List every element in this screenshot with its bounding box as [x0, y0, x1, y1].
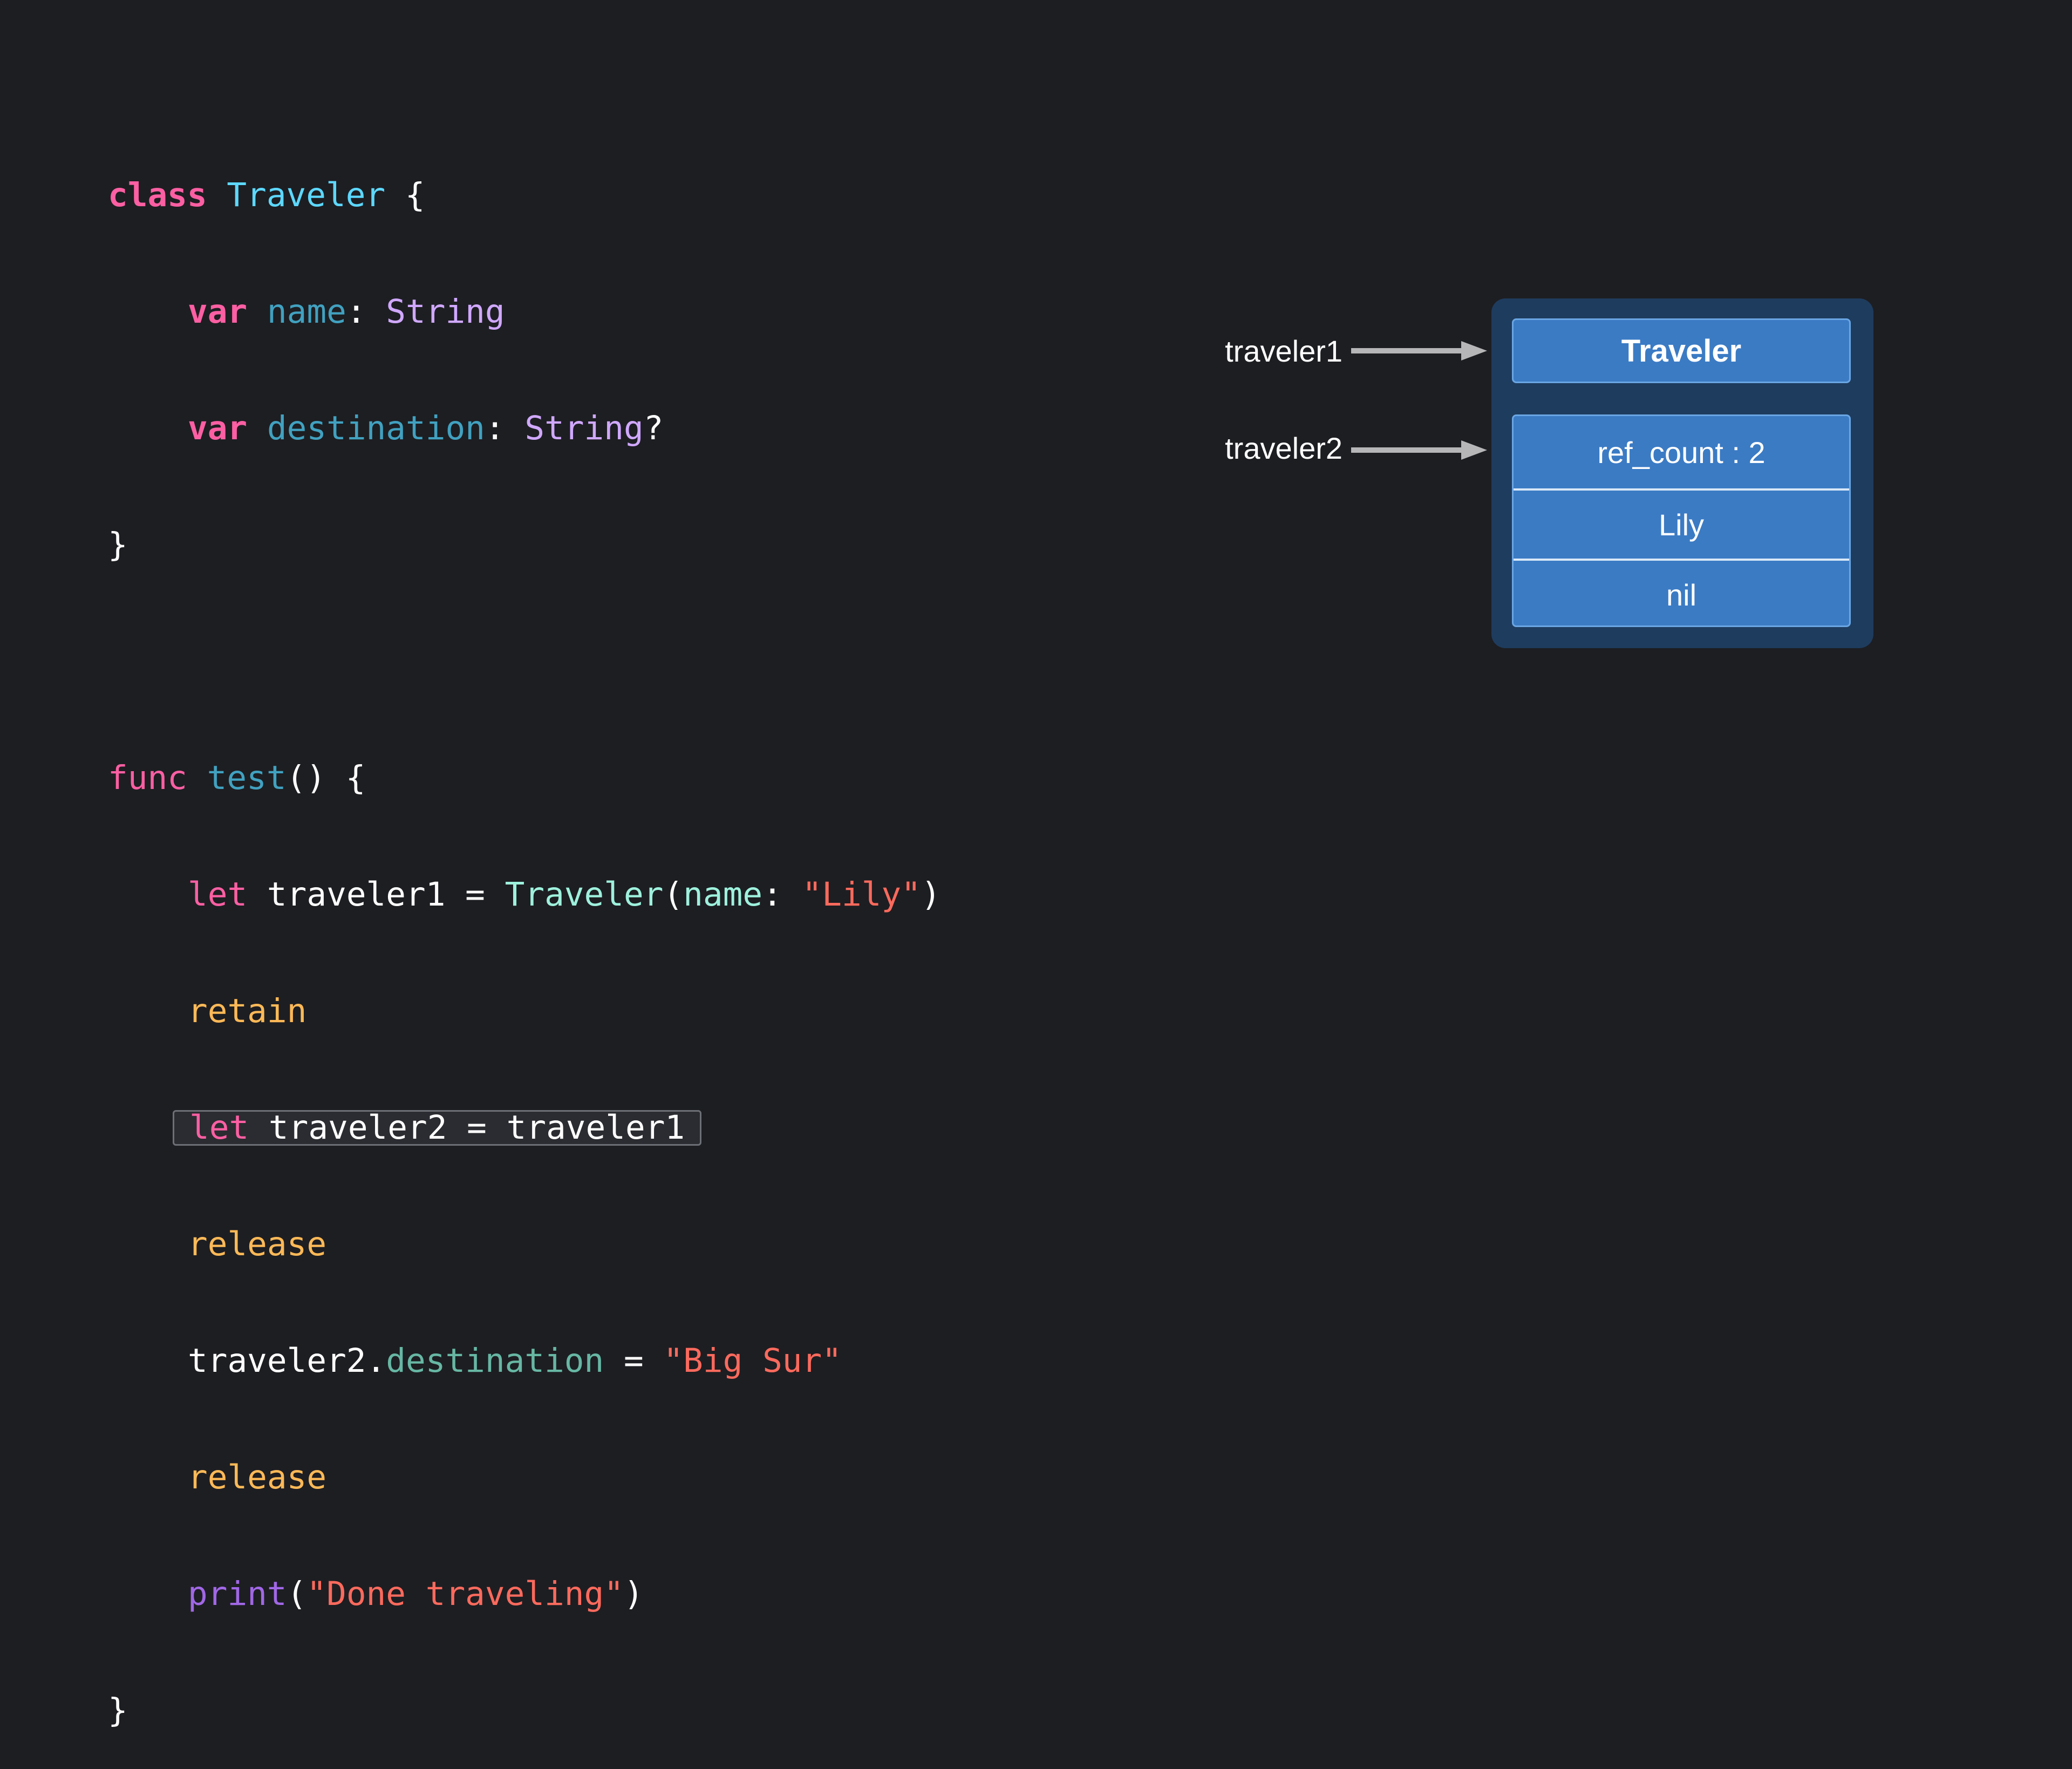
name-field: Lily: [1514, 488, 1849, 559]
type-name: Traveler: [505, 875, 664, 914]
code-text: ?: [643, 409, 664, 447]
code-line-var-name: var name: String: [108, 292, 941, 331]
release-op: release: [188, 1458, 327, 1496]
code-text: () {: [286, 759, 366, 797]
code-text: traveler1 =: [247, 875, 505, 914]
type-name: String: [524, 409, 644, 447]
code-text: ): [623, 1575, 644, 1613]
code-line-print: print("Done traveling"): [108, 1575, 941, 1614]
code-text: }: [108, 526, 128, 564]
string-literal: "Lily": [802, 875, 921, 914]
release-op: release: [188, 1225, 327, 1263]
property-name: destination: [267, 409, 485, 447]
code-text: }: [108, 1691, 128, 1730]
code-text: traveler2.: [188, 1342, 386, 1380]
reference-arrow-traveler1: [1351, 341, 1487, 360]
code-line-release-2: release: [108, 1458, 941, 1497]
code-line-retain: retain: [108, 992, 941, 1031]
string-literal: "Done traveling": [306, 1575, 624, 1613]
keyword: var: [188, 409, 248, 447]
code-text: {: [385, 176, 425, 214]
member-name: destination: [386, 1342, 604, 1380]
variable-label-traveler2: traveler2: [1225, 431, 1342, 465]
code-line-var-destination: var destination: String?: [108, 409, 941, 448]
ref-count-field: ref_count : 2: [1597, 435, 1766, 470]
keyword: class: [108, 176, 207, 214]
code-text: :: [485, 409, 525, 447]
code-line-close-class: }: [108, 526, 941, 564]
function-name: test: [207, 759, 287, 797]
string-literal: "Big Sur": [663, 1342, 842, 1380]
keyword: let: [188, 875, 248, 914]
code-text: :: [346, 292, 386, 331]
keyword: func: [108, 759, 187, 797]
property-name: name: [267, 292, 346, 331]
object-fields: ref_count : 2 Lily nil: [1512, 414, 1851, 627]
code-line-let-traveler2: let traveler2 = traveler1: [108, 1108, 941, 1147]
code-line-release-1: release: [108, 1225, 941, 1264]
code-text: :: [762, 875, 802, 914]
code-text: traveler2 = traveler1: [249, 1108, 685, 1147]
keyword: var: [188, 292, 248, 331]
type-name: String: [386, 292, 505, 331]
code-text: =: [604, 1342, 664, 1380]
variable-label-traveler1: traveler1: [1225, 334, 1342, 368]
function-name: print: [188, 1575, 287, 1613]
keyword: let: [189, 1108, 249, 1147]
code-listing: class Traveler { var name: String var de…: [108, 98, 941, 1769]
argument-label: name: [683, 875, 763, 914]
highlighted-line: let traveler2 = traveler1: [173, 1108, 702, 1147]
retain-op: retain: [188, 992, 307, 1030]
destination-field: nil: [1514, 559, 1849, 625]
code-line-func: func test() {: [108, 759, 941, 798]
code-line-class: class Traveler {: [108, 176, 941, 215]
code-text: (: [287, 1575, 307, 1613]
code-line-destination-assign: traveler2.destination = "Big Sur": [108, 1342, 941, 1380]
reference-arrow-traveler2: [1351, 440, 1487, 460]
code-text: ): [921, 875, 941, 914]
code-text: (: [663, 875, 684, 914]
code-line-let-traveler1: let traveler1 = Traveler(name: "Lily"): [108, 875, 941, 914]
code-line-close-func: }: [108, 1691, 941, 1730]
type-name: Traveler: [227, 176, 386, 214]
object-type-header: Traveler: [1512, 318, 1851, 383]
